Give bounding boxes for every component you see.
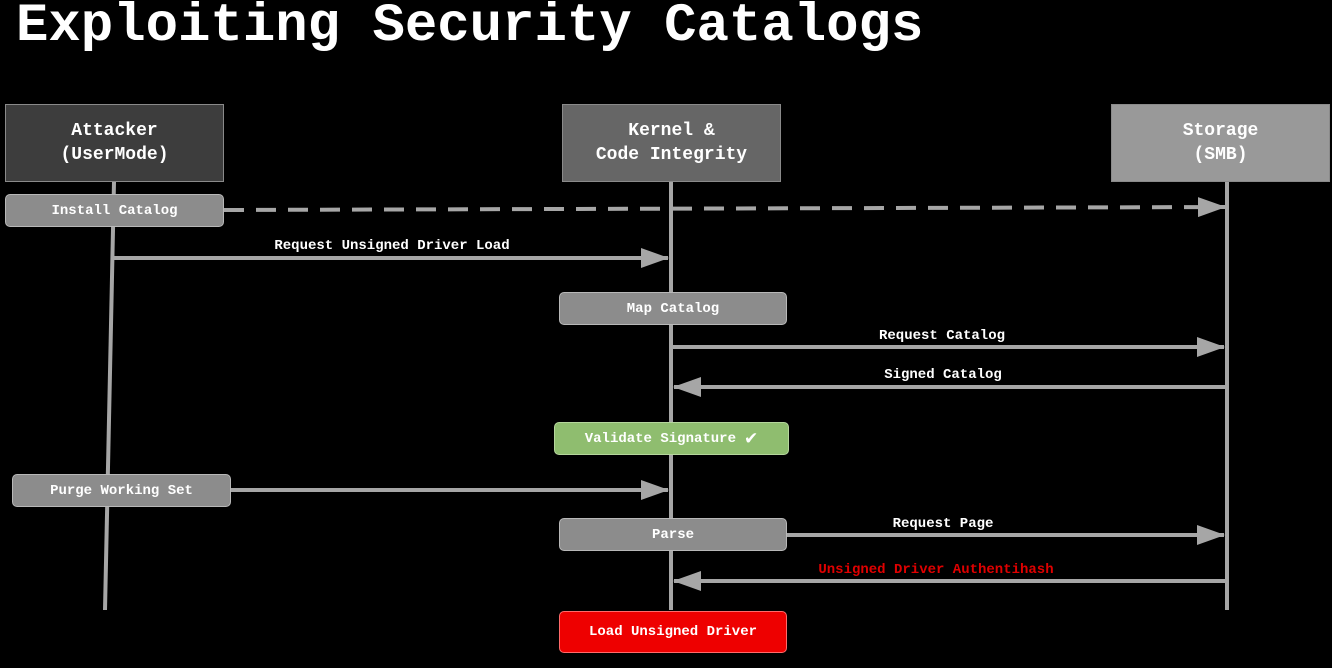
request-unsigned-driver-load-label: Request Unsigned Driver Load	[274, 238, 510, 254]
attacker-label: Attacker	[71, 121, 158, 141]
kernel-label: Kernel &	[628, 121, 715, 141]
signed-catalog-label: Signed Catalog	[884, 367, 1002, 383]
map-catalog-step: Map Catalog	[559, 292, 787, 325]
validate-signature-step: Validate Signature ✔	[554, 422, 789, 455]
parse-step: Parse	[559, 518, 787, 551]
kernel-sublabel: Code Integrity	[595, 145, 748, 165]
purge-working-set-step: Purge Working Set	[12, 474, 231, 507]
attacker-lifeline	[103, 181, 116, 611]
storage-actor: Storage (SMB)	[1111, 104, 1330, 182]
request-page-label: Request Page	[892, 516, 994, 532]
attacker-sublabel: (UserMode)	[60, 145, 169, 165]
request-catalog-label: Request Catalog	[878, 328, 1006, 344]
page-title: Exploiting Security Catalogs	[16, 0, 924, 57]
attacker-actor: Attacker (UserMode)	[5, 104, 224, 182]
storage-sublabel: (SMB)	[1193, 145, 1248, 165]
validate-signature-label: Validate Signature	[584, 430, 736, 447]
kernel-actor: Kernel & Code Integrity	[562, 104, 781, 182]
install-catalog-arrow	[223, 197, 1226, 218]
unsigned-driver-authentihash-label: Unsigned Driver Authentihash	[818, 562, 1054, 578]
load-unsigned-driver-step: Load Unsigned Driver	[559, 611, 787, 653]
storage-label: Storage	[1182, 121, 1259, 141]
checkmark-icon: ✔	[743, 428, 759, 449]
install-catalog-step: Install Catalog	[5, 194, 224, 227]
